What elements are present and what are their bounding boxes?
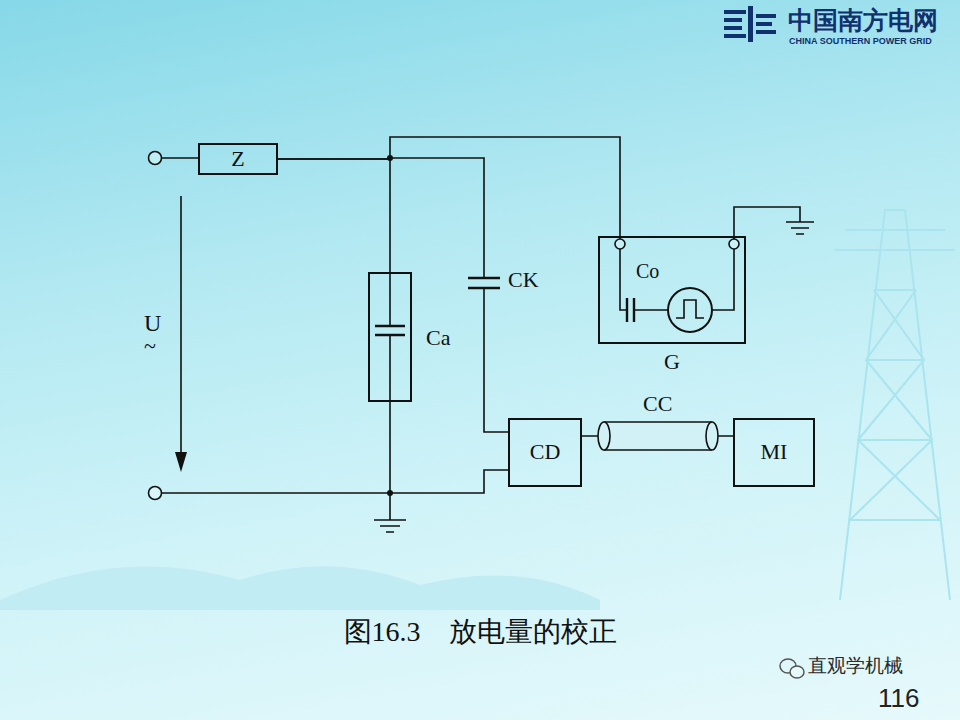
terminal — [149, 487, 162, 500]
wire — [390, 402, 508, 493]
wechat-icon — [780, 659, 804, 678]
voltage-label: U — [144, 310, 161, 336]
box-label: CD — [530, 440, 561, 464]
ac-symbol: ~ — [144, 334, 156, 358]
instrument-box: MI — [733, 418, 815, 487]
wire — [620, 249, 734, 310]
wire — [278, 159, 390, 272]
logo-icon — [724, 6, 776, 42]
terminal — [729, 239, 739, 249]
pulse-symbol — [676, 300, 704, 318]
caption: 图16.3 放电量的校正 — [0, 615, 960, 649]
hills — [0, 566, 600, 610]
wire — [390, 158, 508, 432]
wire-connector — [278, 137, 620, 236]
box-label: Z — [231, 147, 244, 171]
arrow-head — [175, 452, 187, 472]
wire — [162, 157, 198, 159]
calibrator-box: CoG — [598, 236, 746, 344]
logo-text: 中国南方电网 — [788, 7, 938, 35]
ground-symbol — [374, 493, 406, 532]
pulse-source — [668, 288, 712, 332]
box-heading: G — [664, 350, 680, 374]
box-label: Co — [636, 260, 659, 282]
wire-connector — [278, 159, 390, 272]
wire — [389, 274, 391, 400]
wire — [162, 492, 390, 494]
tower — [835, 210, 955, 600]
junction-dot — [387, 155, 393, 161]
coax-cable — [598, 422, 718, 450]
coupling-device-box: CD — [508, 418, 582, 487]
cable-label: CC — [643, 392, 672, 416]
capacitor-symbol — [468, 278, 500, 288]
junction-dot — [387, 490, 393, 496]
wire — [278, 137, 620, 236]
page-number: 116 — [878, 684, 919, 713]
test-object-box: Ca — [368, 272, 412, 402]
component-label: CK — [508, 268, 539, 292]
watermark: 直观学机械 — [808, 656, 903, 677]
ground-symbol — [734, 207, 814, 239]
logo-subtitle: CHINA SOUTHERN POWER GRID — [789, 37, 932, 47]
impedance-box: Z — [198, 143, 278, 175]
capacitor-symbol — [375, 326, 405, 335]
box-label: Ca — [426, 326, 450, 350]
terminal — [149, 152, 162, 165]
terminal — [615, 239, 625, 249]
voltage-arrow — [180, 196, 182, 456]
box-label: MI — [761, 440, 788, 464]
wire-connector — [390, 402, 508, 493]
capacitor-symbol — [627, 298, 634, 322]
